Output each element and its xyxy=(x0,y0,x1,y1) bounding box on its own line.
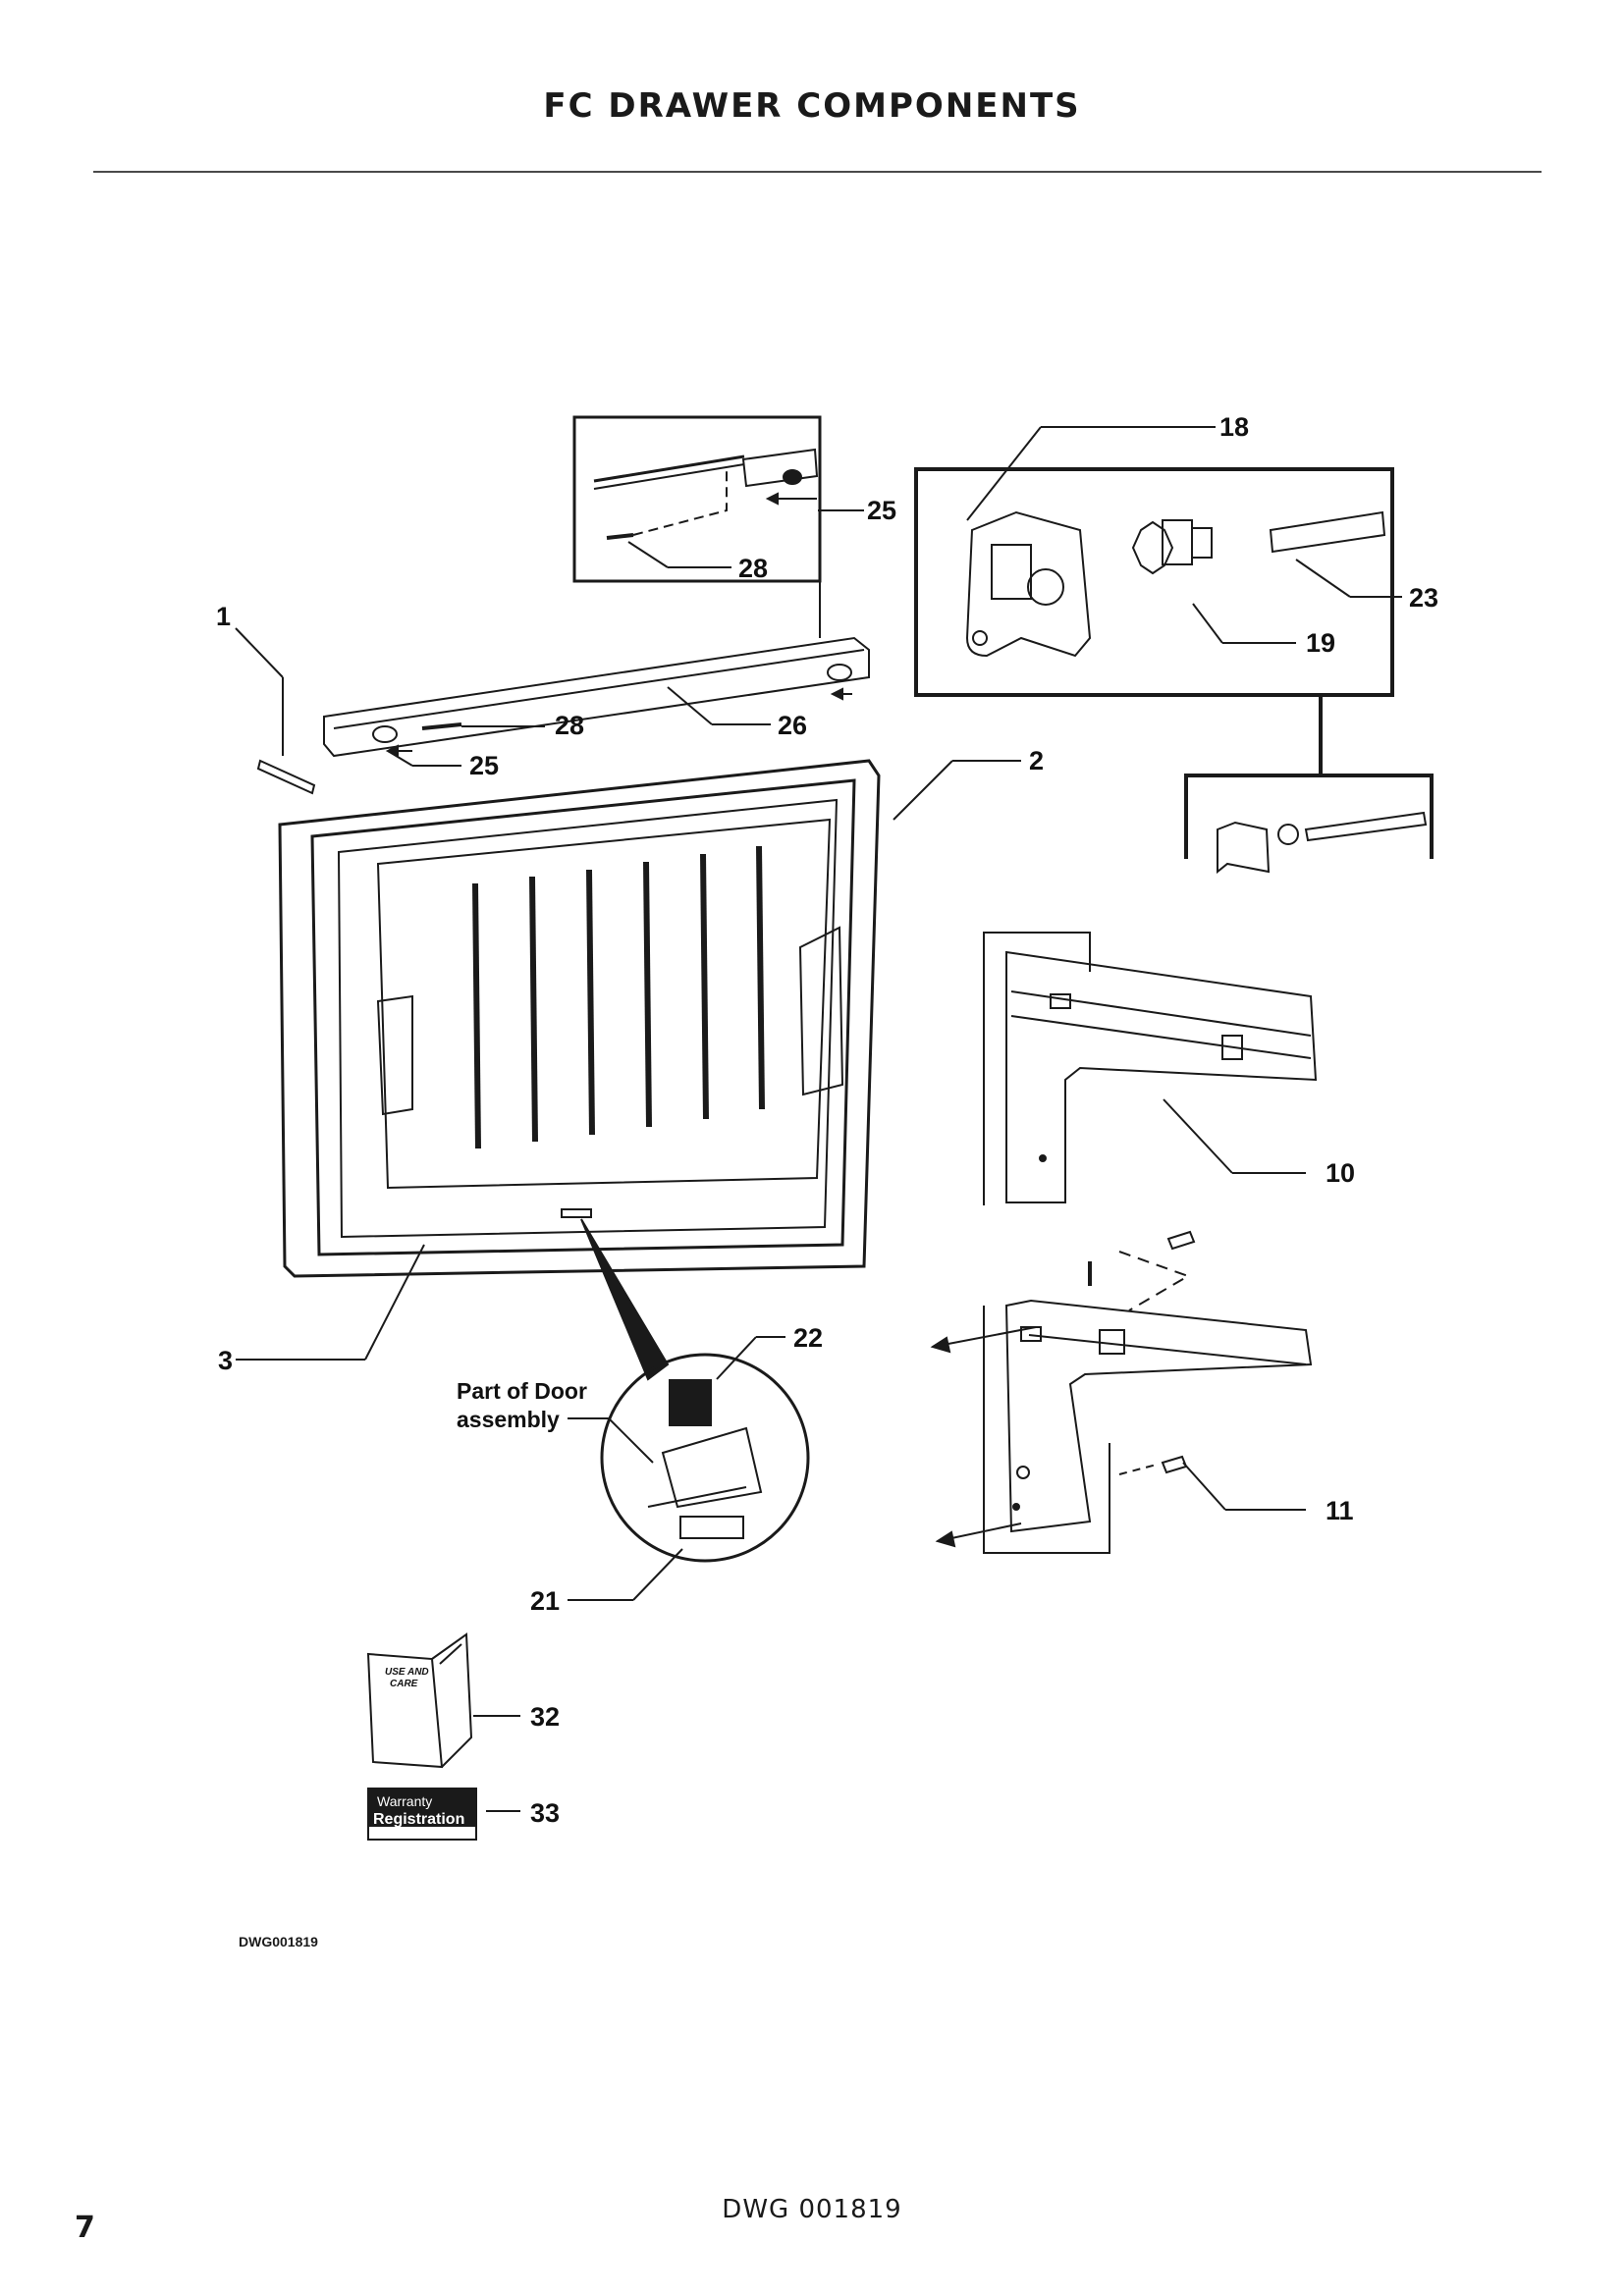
gear-assembly-drawing xyxy=(965,510,1386,658)
magnified-detail-circle xyxy=(600,1353,810,1563)
title-divider xyxy=(93,171,1542,173)
callout-19: 19 xyxy=(1306,628,1335,658)
pin-part xyxy=(256,759,316,795)
callout-2: 2 xyxy=(1029,746,1044,775)
callout-21: 21 xyxy=(530,1586,560,1616)
callout-3: 3 xyxy=(218,1346,233,1375)
warranty-registration-card xyxy=(367,1788,477,1841)
rail-detail-drawing xyxy=(593,448,819,540)
callout-32: 32 xyxy=(530,1702,560,1732)
callout-1: 1 xyxy=(216,602,231,631)
magnifier-parts xyxy=(647,1379,763,1539)
page-number: 7 xyxy=(75,2211,95,2245)
callout-33: 33 xyxy=(530,1798,560,1828)
use-and-care-booklet xyxy=(366,1632,473,1769)
callout-11: 11 xyxy=(1326,1496,1354,1525)
slide-bracket-bottom-drawing xyxy=(983,1299,1313,1554)
rail-detail-box xyxy=(572,415,822,583)
callout-18: 18 xyxy=(1219,412,1249,442)
callout-28-top: 28 xyxy=(738,554,768,583)
screw-top xyxy=(1166,1230,1196,1251)
callout-26: 26 xyxy=(778,711,807,740)
slide-bracket-top-drawing xyxy=(983,932,1318,1205)
callout-22: 22 xyxy=(793,1323,823,1353)
booklet-cover-text-1: USE AND xyxy=(385,1667,429,1678)
callout-28-bottom: 28 xyxy=(555,711,584,740)
note-part-of-door: Part of Door xyxy=(457,1378,587,1404)
callout-25-top: 25 xyxy=(867,496,896,525)
detail-leader-wedge xyxy=(580,1218,670,1381)
door-panel-drawing xyxy=(278,759,881,1278)
callout-23: 23 xyxy=(1409,583,1438,613)
warranty-card-text-1: Warranty xyxy=(377,1793,432,1809)
screw-bottom xyxy=(1161,1455,1188,1474)
rail-drawing xyxy=(323,636,870,758)
callout-10: 10 xyxy=(1326,1158,1355,1188)
gear-detail-small-box xyxy=(1184,774,1434,859)
page-title: FC DRAWER COMPONENTS xyxy=(543,86,1081,126)
gear-assembly-small-drawing xyxy=(1217,811,1428,875)
booklet-cover-text-2: CARE xyxy=(390,1679,418,1689)
warranty-card-text-2: Registration xyxy=(373,1811,464,1828)
drawing-id-label: DWG001819 xyxy=(239,1934,318,1949)
gear-detail-box xyxy=(914,467,1394,697)
footer-drawing-number: DWG 001819 xyxy=(722,2195,902,2224)
callout-25-bottom: 25 xyxy=(469,751,499,780)
leader-lines xyxy=(235,426,1402,1812)
note-assembly: assembly xyxy=(457,1407,560,1432)
